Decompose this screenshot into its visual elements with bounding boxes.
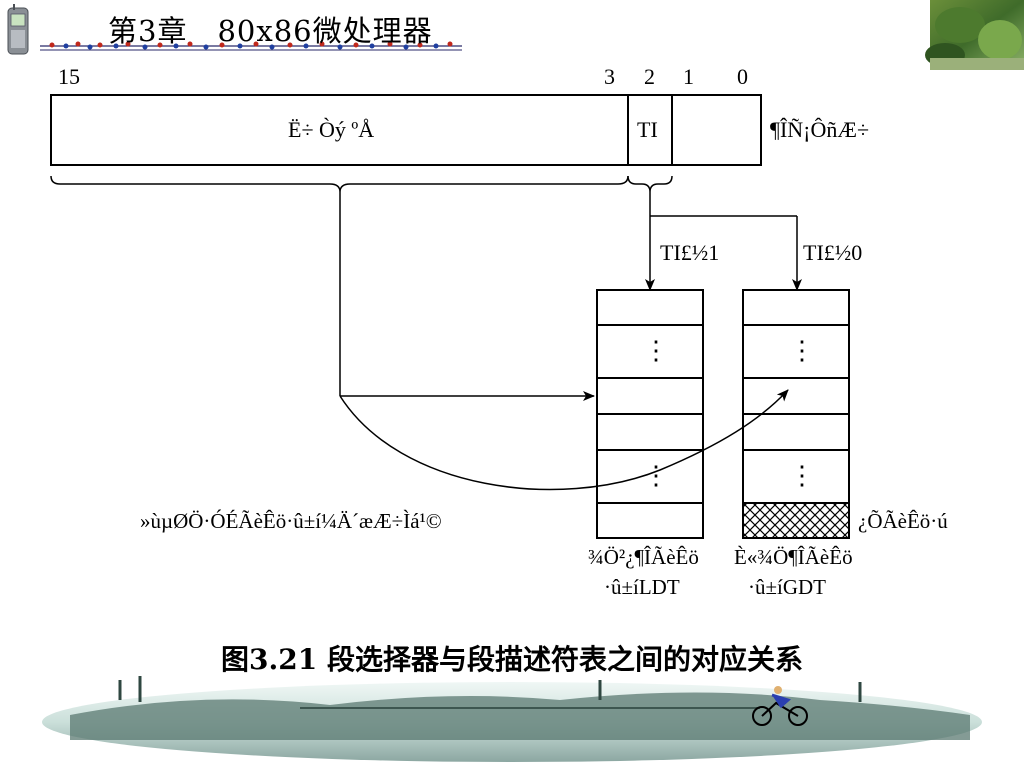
- selector-register-label: ¶ÎÑ¡ÔñÆ÷: [770, 117, 870, 142]
- ti-field-label: TI: [637, 117, 658, 142]
- index-to-gdt-curve: [339, 389, 789, 491]
- ldt-caption-line1: ¾Ö²¿¶ÎÃèÊö: [588, 545, 699, 569]
- bit-number-15: 15: [58, 64, 80, 89]
- ti-brace: [627, 175, 673, 193]
- gdt-caption-line1: È«¾Ö¶ÎÃèÊö: [734, 545, 853, 569]
- ti-equals-0-label: TI£½0: [803, 240, 863, 265]
- ldt-table: [596, 289, 704, 539]
- ldt-ellipsis-top: ⋮: [643, 336, 669, 365]
- selector-register: [50, 94, 762, 166]
- bottom-landscape-decoration: [42, 676, 982, 762]
- index-field-label: Ë÷ Òý ºÅ: [288, 117, 375, 142]
- gdt-ellipsis-bottom: ⋮: [789, 461, 815, 490]
- landscape-photo: [925, 0, 1024, 70]
- ti-equals-1-label: TI£½1: [660, 240, 720, 265]
- ti-branch-lines: [645, 192, 802, 291]
- index-brace: [50, 175, 629, 193]
- bit-number-1: 1: [683, 64, 694, 89]
- index-pointer-line: [339, 192, 595, 401]
- cyclist-icon: [752, 686, 808, 726]
- gdt-ellipsis-top: ⋮: [789, 336, 815, 365]
- gdt-table: [742, 289, 850, 539]
- gdt-caption-line2: ·û±íGDT: [748, 575, 827, 599]
- page-title: 第3章 80x86微处理器: [108, 14, 433, 48]
- mobile-phone-icon: [7, 4, 29, 55]
- bit-number-3: 3: [604, 64, 615, 89]
- bit-number-2: 2: [644, 64, 655, 89]
- base-address-annotation: »ùµØÖ·ÓÉÃèÊö·û±í¼Ä´æÆ÷Ìá¹©: [140, 509, 442, 533]
- null-descriptor-annotation: ¿ÕÃèÊö·ú: [858, 509, 948, 533]
- figure-caption: 图3.21 段选择器与段描述符表之间的对应关系: [221, 643, 803, 676]
- ldt-caption-line2: ·û±íLDT: [604, 575, 680, 599]
- music-staff-decoration: [40, 41, 462, 51]
- null-descriptor-hatch: [744, 504, 848, 537]
- bit-number-0: 0: [737, 64, 748, 89]
- ldt-ellipsis-bottom: ⋮: [643, 461, 669, 490]
